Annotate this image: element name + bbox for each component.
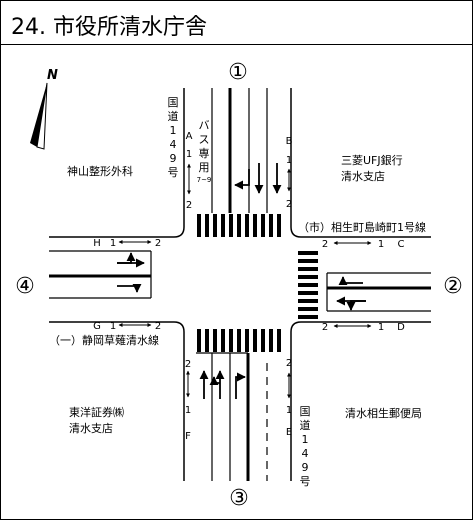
crossing-b-num1: 1 (286, 155, 292, 166)
landmark-se: 清水相生郵便局 (345, 406, 422, 420)
svg-text:国: 国 (300, 405, 311, 418)
svg-text:用: 用 (199, 161, 210, 174)
crossing-arrows (118, 163, 372, 399)
svg-text:1: 1 (170, 124, 177, 137)
prefectural-road-west-label: （一）静岡草薙清水線 (49, 333, 159, 347)
lane-arrows (117, 163, 366, 399)
arrow-west-right-turn (117, 283, 142, 293)
arrow-south-right-turn (235, 372, 246, 399)
crossing-f-letter: F (185, 431, 191, 442)
crossing-c-letter: C (398, 239, 405, 250)
crossing-d-left: 2 (322, 322, 328, 333)
crossing-e-num2: 2 (286, 358, 292, 369)
north-label: N (47, 68, 58, 83)
svg-text:4: 4 (302, 447, 309, 460)
crossing-h-letter: H (93, 238, 101, 249)
svg-text:号: 号 (168, 166, 179, 179)
road-outlines (49, 88, 431, 481)
landmark-ne-line2: 清水支店 (341, 169, 385, 183)
arrow-south-left-turn (209, 376, 220, 386)
title-bar: 24. 市役所清水庁舎 (1, 1, 472, 45)
svg-text:バ: バ (199, 119, 210, 132)
landmark-sw-line2: 清水支店 (69, 421, 113, 435)
crossing-labels: A 1 2 B 1 2 2 1 C 2 1 D 2 1 E 2 1 F G 1 … (93, 131, 405, 442)
crossing-a-num1: 1 (186, 149, 192, 160)
arrow-east-left-turn (346, 300, 366, 311)
national-route-south-label: 国 道 1 4 9 号 (300, 405, 311, 488)
bus-lane-label: バ ス 専 用 7~9 (197, 119, 212, 184)
crossing-b-num2: 2 (286, 199, 292, 210)
north-arrow-icon: N (30, 68, 58, 150)
city-road-east-label: （市）相生町島崎町1号線 (298, 220, 426, 234)
svg-text:道: 道 (300, 418, 311, 432)
crossing-f-num1: 1 (185, 405, 191, 416)
svg-text:国: 国 (168, 96, 179, 109)
approach-north: ① (228, 60, 248, 85)
crosswalk-north (197, 214, 281, 237)
crossing-h-right: 2 (155, 238, 161, 249)
national-route-north-label: 国 道 1 4 9 号 (168, 96, 179, 179)
crossing-a-letter: A (186, 131, 193, 142)
svg-text:1: 1 (302, 433, 309, 446)
arrow-north-left-turn (234, 169, 250, 190)
arrow-east-right-turn (338, 276, 363, 286)
approach-markers: ① ② ③ ④ (15, 60, 463, 511)
crossing-c-left: 2 (322, 239, 328, 250)
crosswalk-south (197, 329, 281, 352)
svg-text:ス: ス (199, 133, 210, 146)
landmark-sw-line1: 東洋証券㈱ (69, 405, 124, 419)
crossing-a-num2: 2 (186, 200, 192, 211)
svg-text:道: 道 (168, 109, 179, 123)
crossing-e-letter: E (286, 427, 292, 438)
bus-lane-hours: 7~9 (197, 176, 212, 184)
intersection-map: A 1 2 B 1 2 2 1 C 2 1 D 2 1 E 2 1 F G 1 … (15, 60, 463, 511)
svg-text:号: 号 (300, 475, 311, 488)
svg-text:専: 専 (199, 147, 210, 160)
lane-lines (49, 88, 431, 481)
crossing-g-left: 1 (110, 321, 116, 332)
landmarks: 神山整形外科 三菱UFJ銀行 清水支店 東洋証券㈱ 清水支店 清水相生郵便局 (67, 153, 422, 435)
landmark-ne-line1: 三菱UFJ銀行 (341, 153, 403, 167)
crossing-f-num2: 2 (185, 359, 191, 370)
crossing-h-left: 1 (110, 238, 116, 249)
crossing-c-right: 1 (378, 239, 384, 250)
crossing-e-num1: 1 (286, 405, 292, 416)
svg-text:4: 4 (170, 138, 177, 151)
crossing-d-letter: D (397, 322, 405, 333)
crossing-g-right: 2 (155, 321, 161, 332)
crossing-g-letter: G (93, 321, 101, 332)
crossing-b-letter: B (286, 136, 293, 147)
svg-text:9: 9 (170, 152, 177, 165)
crossing-d-right: 1 (378, 322, 384, 333)
approach-south: ③ (229, 486, 249, 511)
page-title: 24. 市役所清水庁舎 (11, 15, 207, 40)
arrow-west-left-turn (117, 252, 136, 264)
approach-west: ④ (15, 274, 35, 299)
approach-east: ② (443, 274, 463, 299)
landmark-nw: 神山整形外科 (67, 164, 133, 178)
crosswalk-east (298, 251, 318, 319)
svg-text:9: 9 (302, 461, 309, 474)
